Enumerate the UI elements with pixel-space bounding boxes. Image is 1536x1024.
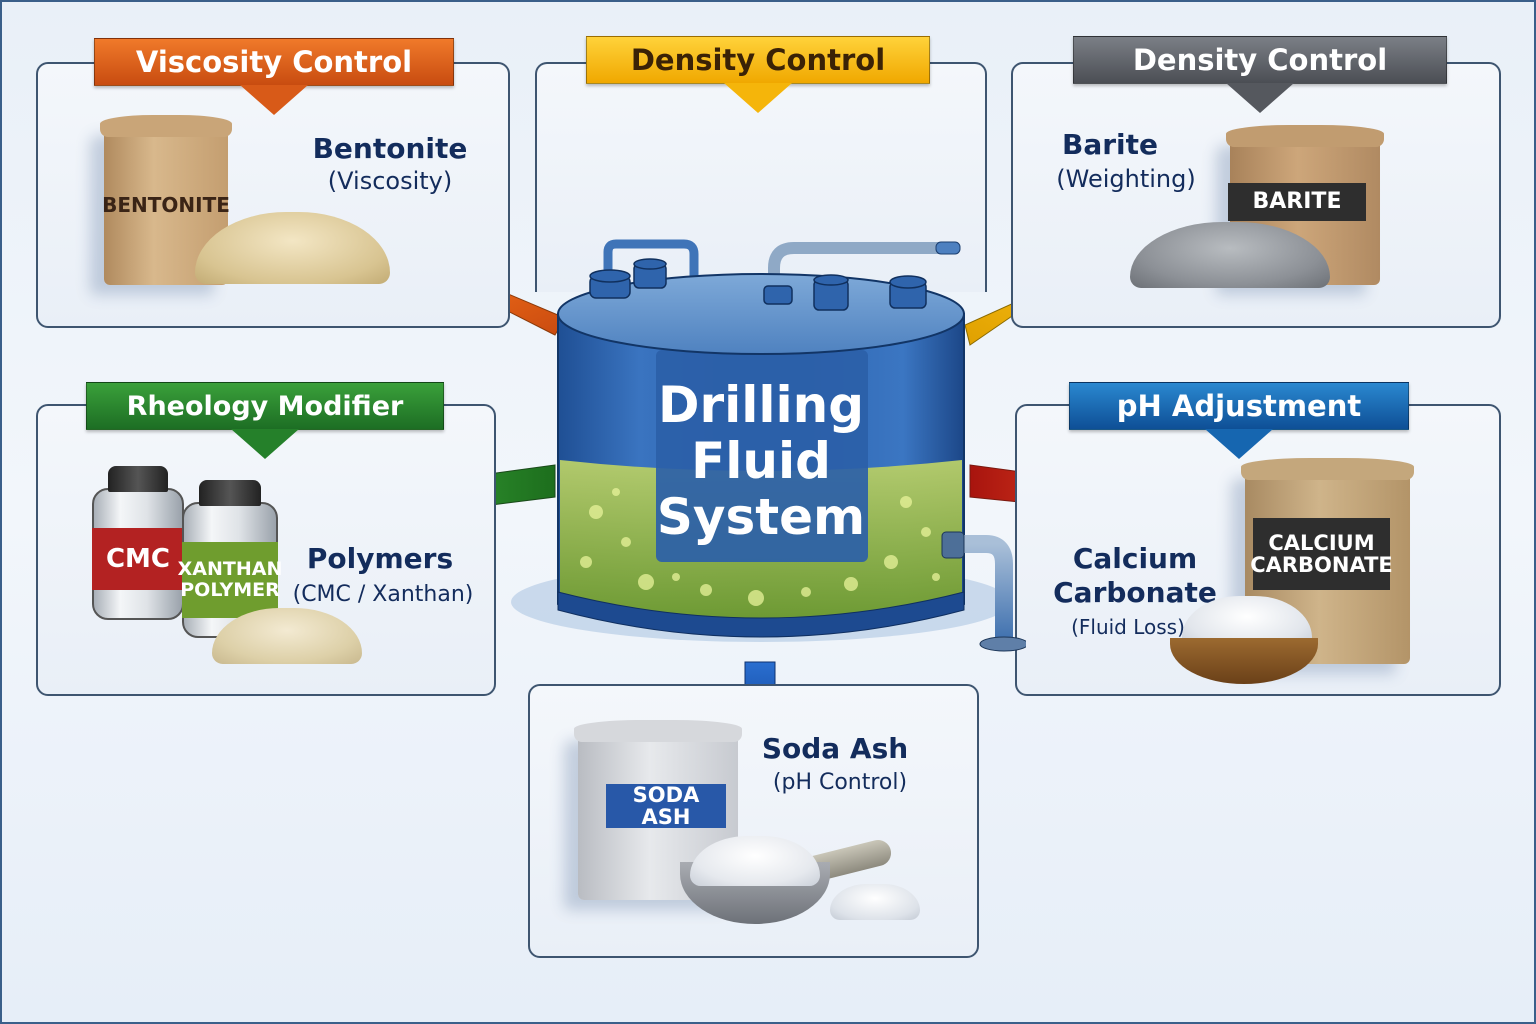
jar-label: CMC bbox=[92, 528, 184, 590]
jar-label-line: POLYMER bbox=[180, 579, 280, 601]
banner-density-center-label: Density Control bbox=[630, 43, 886, 77]
soda-ash-bag: SODA ASH bbox=[574, 720, 742, 900]
banner-density-label: Density Control bbox=[1132, 43, 1388, 77]
jar-label: XANTHAN POLYMER bbox=[178, 542, 282, 618]
additive-name: Soda Ash bbox=[761, 732, 909, 765]
tank-base bbox=[557, 591, 965, 638]
chevron-down-icon bbox=[1205, 429, 1273, 459]
additive-name: Bentonite bbox=[312, 132, 468, 165]
banner-density: Density Control bbox=[1073, 36, 1447, 113]
top-pipe-cap bbox=[935, 241, 961, 255]
fluid-bubbles bbox=[580, 488, 940, 606]
additive-purpose: (pH Control) bbox=[772, 770, 908, 795]
soda-ash-pile bbox=[690, 836, 820, 886]
additive-name: Barite bbox=[1061, 128, 1159, 161]
additive-purpose: (CMC / Xanthan) bbox=[292, 582, 474, 607]
chevron-down-icon bbox=[231, 429, 299, 459]
additive-name-line: Carbonate bbox=[1053, 576, 1217, 609]
tank-title-line-2: Fluid bbox=[691, 432, 831, 490]
tank-label-panel bbox=[656, 350, 868, 562]
lid-ports bbox=[589, 258, 927, 311]
chevron-down-icon bbox=[1226, 83, 1294, 113]
bag-label: BARITE bbox=[1228, 183, 1366, 221]
bag-label: BENTONITE bbox=[102, 192, 230, 217]
bag-label: CALCIUM CARBONATE bbox=[1250, 518, 1393, 590]
outlet-coupling bbox=[941, 531, 965, 559]
soda-ash-spill bbox=[830, 884, 920, 920]
top-pipe-right bbox=[768, 242, 946, 292]
tank-title-line-3: System bbox=[657, 488, 865, 546]
additive-purpose: (Viscosity) bbox=[327, 167, 453, 195]
additive-name: Polymers bbox=[306, 542, 454, 575]
additive-purpose: (Weighting) bbox=[1056, 165, 1196, 193]
banner-ph: pH Adjustment bbox=[1069, 382, 1409, 459]
polymer-powder-pile bbox=[212, 608, 362, 664]
chevron-down-icon bbox=[724, 83, 792, 113]
additive-name-line: Calcium bbox=[1072, 542, 1198, 575]
outlet-flange bbox=[979, 636, 1026, 652]
banner-viscosity: Viscosity Control bbox=[94, 38, 454, 115]
tank-title-line-1: Drilling bbox=[658, 376, 864, 434]
outlet-pipe bbox=[954, 535, 1013, 642]
cmc-jar: CMC bbox=[92, 466, 184, 620]
additive-name: Calcium Carbonate bbox=[1050, 542, 1220, 610]
banner-viscosity-label: Viscosity Control bbox=[135, 45, 413, 79]
bag-label-line: CARBONATE bbox=[1250, 553, 1393, 577]
bag-label-line: CALCIUM bbox=[1268, 530, 1375, 555]
bag-label: SODA ASH bbox=[606, 784, 726, 828]
top-pipe-left bbox=[603, 239, 699, 295]
banner-ph-label: pH Adjustment bbox=[1116, 389, 1362, 423]
tank-lid bbox=[557, 273, 965, 355]
banner-density-center: Density Control bbox=[586, 36, 930, 113]
additive-purpose: (Fluid Loss) bbox=[1071, 615, 1185, 639]
drilling-fluid-tank: Drilling Fluid System bbox=[511, 239, 1026, 652]
chevron-down-icon bbox=[240, 85, 308, 115]
banner-rheology-label: Rheology Modifier bbox=[126, 390, 404, 422]
jar-label-line: XANTHAN bbox=[177, 558, 283, 581]
banner-rheology: Rheology Modifier bbox=[86, 382, 444, 459]
xanthan-jar: XANTHAN POLYMER bbox=[178, 480, 282, 638]
